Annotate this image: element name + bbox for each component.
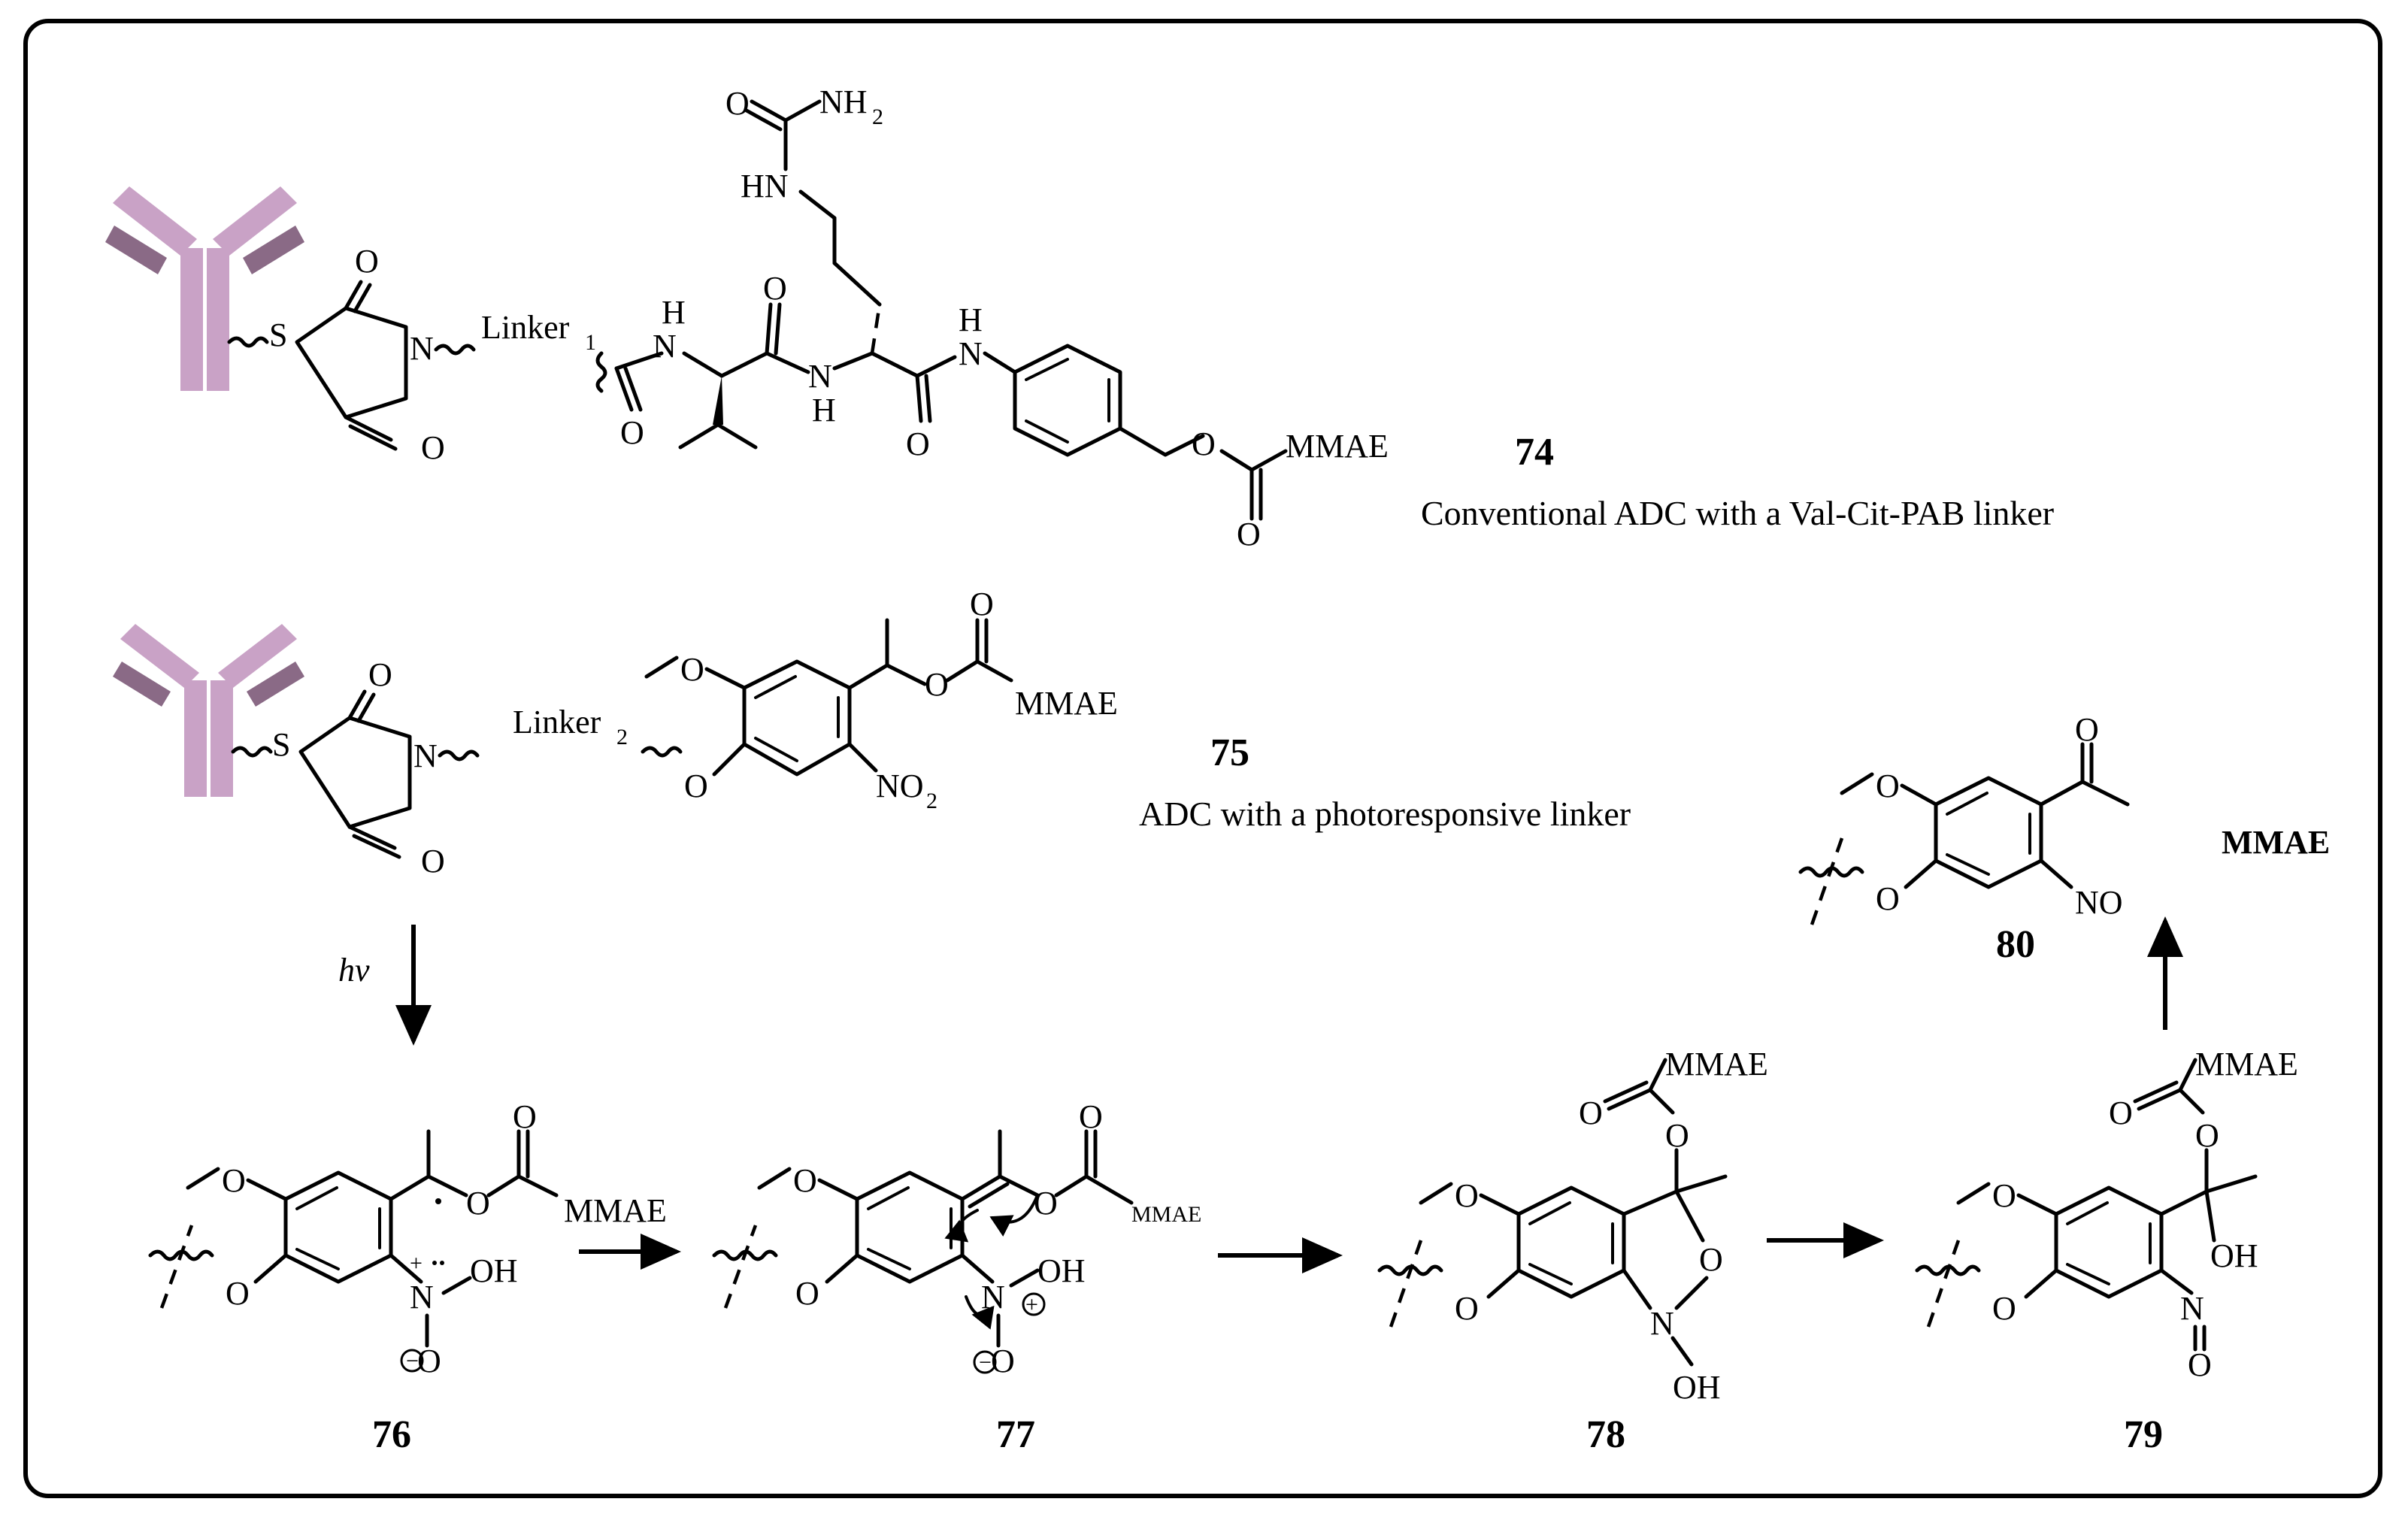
svg-text:MMAE: MMAE <box>1665 1046 1768 1082</box>
svg-text:2: 2 <box>926 789 937 813</box>
compound-number-80: 80 <box>1996 923 2035 966</box>
svg-text:O: O <box>620 414 644 451</box>
compound-number-74: 74 <box>1515 431 1554 474</box>
no2-label: NO <box>876 768 924 804</box>
hn-label: HN <box>741 168 789 204</box>
svg-text:H: H <box>662 294 686 331</box>
svg-text:O: O <box>1192 425 1216 462</box>
svg-text:MMAE: MMAE <box>1015 685 1118 722</box>
svg-text:N: N <box>653 328 677 365</box>
svg-text:O: O <box>680 651 704 688</box>
compound-76: O O O O MMAE N + OH O − 76 <box>148 1098 667 1456</box>
compound-number-79: 79 <box>2124 1413 2163 1456</box>
svg-text:O: O <box>1079 1098 1103 1135</box>
svg-text:O: O <box>2195 1117 2219 1154</box>
compound-74: S O O N Linker 1 O H N O N H <box>105 83 2054 553</box>
svg-text:OH: OH <box>1037 1252 1086 1289</box>
svg-text:O: O <box>925 666 949 703</box>
svg-text:N: N <box>413 737 438 774</box>
svg-text:MMAE: MMAE <box>1131 1202 1201 1227</box>
nitrogen-label: N <box>410 330 434 367</box>
svg-text:O: O <box>222 1162 246 1199</box>
sulfur-label: S <box>269 316 287 353</box>
svg-text:NO: NO <box>2075 884 2123 921</box>
antibody-icon <box>113 624 304 797</box>
svg-text:MMAE: MMAE <box>2195 1046 2298 1082</box>
svg-text:O: O <box>2075 711 2099 748</box>
svg-text:O: O <box>1034 1185 1058 1222</box>
svg-text:2: 2 <box>616 725 628 749</box>
svg-text:O: O <box>1699 1241 1723 1278</box>
svg-text:O: O <box>906 425 930 462</box>
svg-text:O: O <box>421 843 445 880</box>
svg-text:N: N <box>1650 1305 1674 1342</box>
svg-text:O: O <box>1237 516 1261 553</box>
svg-text:O: O <box>368 656 392 693</box>
svg-text:O: O <box>684 768 708 804</box>
svg-text:O: O <box>725 85 750 122</box>
svg-text:H: H <box>959 301 983 338</box>
svg-text:N: N <box>808 358 832 395</box>
svg-text:O: O <box>1455 1177 1479 1214</box>
antibody-icon <box>105 186 304 391</box>
svg-text:N: N <box>410 1279 434 1316</box>
compound-number-76: 76 <box>372 1413 411 1456</box>
svg-text:1: 1 <box>585 330 596 355</box>
svg-text:OH: OH <box>470 1252 518 1289</box>
linker-1-label: Linker <box>481 309 570 346</box>
compound-80: O O O NO 80 <box>1798 711 2130 966</box>
svg-text:O: O <box>763 270 787 307</box>
svg-text:O: O <box>2188 1346 2212 1383</box>
svg-text:S: S <box>272 726 290 763</box>
compound-number-77: 77 <box>996 1413 1035 1456</box>
svg-text:O: O <box>1665 1117 1689 1154</box>
nh2-label: NH <box>819 83 868 120</box>
svg-text:O: O <box>2109 1095 2133 1131</box>
compound-77: O O O O MMAE N + OH O − 77 <box>712 1098 1201 1456</box>
svg-text:N: N <box>981 1279 1005 1316</box>
svg-text:O: O <box>793 1162 817 1199</box>
caption-74: Conventional ADC with a Val-Cit-PAB link… <box>1421 494 2054 532</box>
svg-text:O: O <box>1455 1290 1479 1327</box>
caption-75: ADC with a photoresponsive linker <box>1139 795 1631 833</box>
svg-text:+: + <box>1025 1292 1038 1317</box>
svg-text:H: H <box>812 392 836 428</box>
svg-text:O: O <box>795 1275 819 1312</box>
compound-number-75: 75 <box>1210 731 1249 774</box>
svg-text:O: O <box>1992 1177 2016 1214</box>
mmae-released-label: MMAE <box>2222 824 2330 861</box>
svg-text:MMAE: MMAE <box>564 1192 667 1229</box>
svg-text:O: O <box>1876 880 1900 917</box>
compound-number-78: 78 <box>1586 1413 1625 1456</box>
svg-text:O: O <box>1876 768 1900 804</box>
svg-text:OH: OH <box>1673 1369 1721 1406</box>
svg-text:−: − <box>406 1349 419 1373</box>
scheme-frame <box>23 19 2382 1498</box>
compound-75: S O O N Linker 2 O O O O MMAE NO 2 75 AD… <box>113 586 1631 880</box>
oxygen-label: O <box>355 243 379 280</box>
svg-text:N: N <box>2180 1290 2204 1327</box>
svg-text:O: O <box>466 1185 490 1222</box>
svg-text:O: O <box>417 1343 441 1379</box>
svg-text:O: O <box>1579 1095 1603 1131</box>
svg-text:O: O <box>1992 1290 2016 1327</box>
svg-text:O: O <box>226 1275 250 1312</box>
svg-text:O: O <box>513 1098 537 1135</box>
mmae-label: MMAE <box>1286 428 1389 465</box>
svg-text:−: − <box>979 1350 992 1375</box>
svg-text:O: O <box>970 586 994 622</box>
compound-79: O O OH O O MMAE N O 79 <box>1915 1046 2298 1456</box>
svg-text:N: N <box>959 335 983 372</box>
svg-text:2: 2 <box>872 104 883 129</box>
linker-2-label: Linker <box>513 704 601 740</box>
svg-text:OH: OH <box>2210 1237 2258 1274</box>
oxygen-label: O <box>421 429 445 466</box>
svg-text:+: + <box>410 1251 423 1276</box>
compound-78: O O O N OH O O MMAE 78 <box>1377 1046 1768 1456</box>
hv-label: hv <box>338 952 370 989</box>
